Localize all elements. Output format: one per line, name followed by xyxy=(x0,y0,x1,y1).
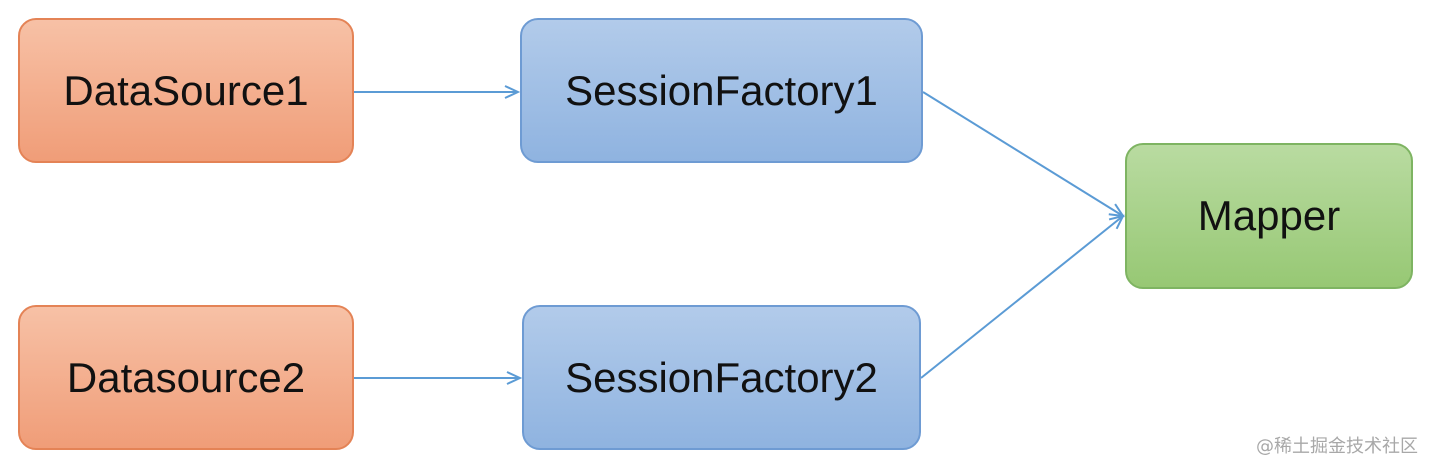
sessionfactory1-label: SessionFactory1 xyxy=(565,66,878,114)
datasource2-label: Datasource2 xyxy=(66,353,306,401)
datasource2-node[interactable]: Datasource2 xyxy=(18,305,354,450)
watermark: @稀土掘金技术社区 xyxy=(1256,436,1418,457)
datasource1-node[interactable]: DataSource1 xyxy=(18,18,354,163)
edge-sf2-to-mapper xyxy=(920,216,1123,379)
mapper-label: Mapper xyxy=(1197,192,1341,239)
sessionfactory1-node[interactable]: SessionFactory1 xyxy=(520,18,923,163)
sessionfactory2-node[interactable]: SessionFactory2 xyxy=(522,305,921,450)
mapper-node[interactable]: Mapper xyxy=(1125,143,1413,289)
datasource1-label: DataSource1 xyxy=(63,66,309,114)
edge-sf1-to-mapper xyxy=(922,91,1123,216)
sessionfactory2-label: SessionFactory2 xyxy=(565,353,878,401)
